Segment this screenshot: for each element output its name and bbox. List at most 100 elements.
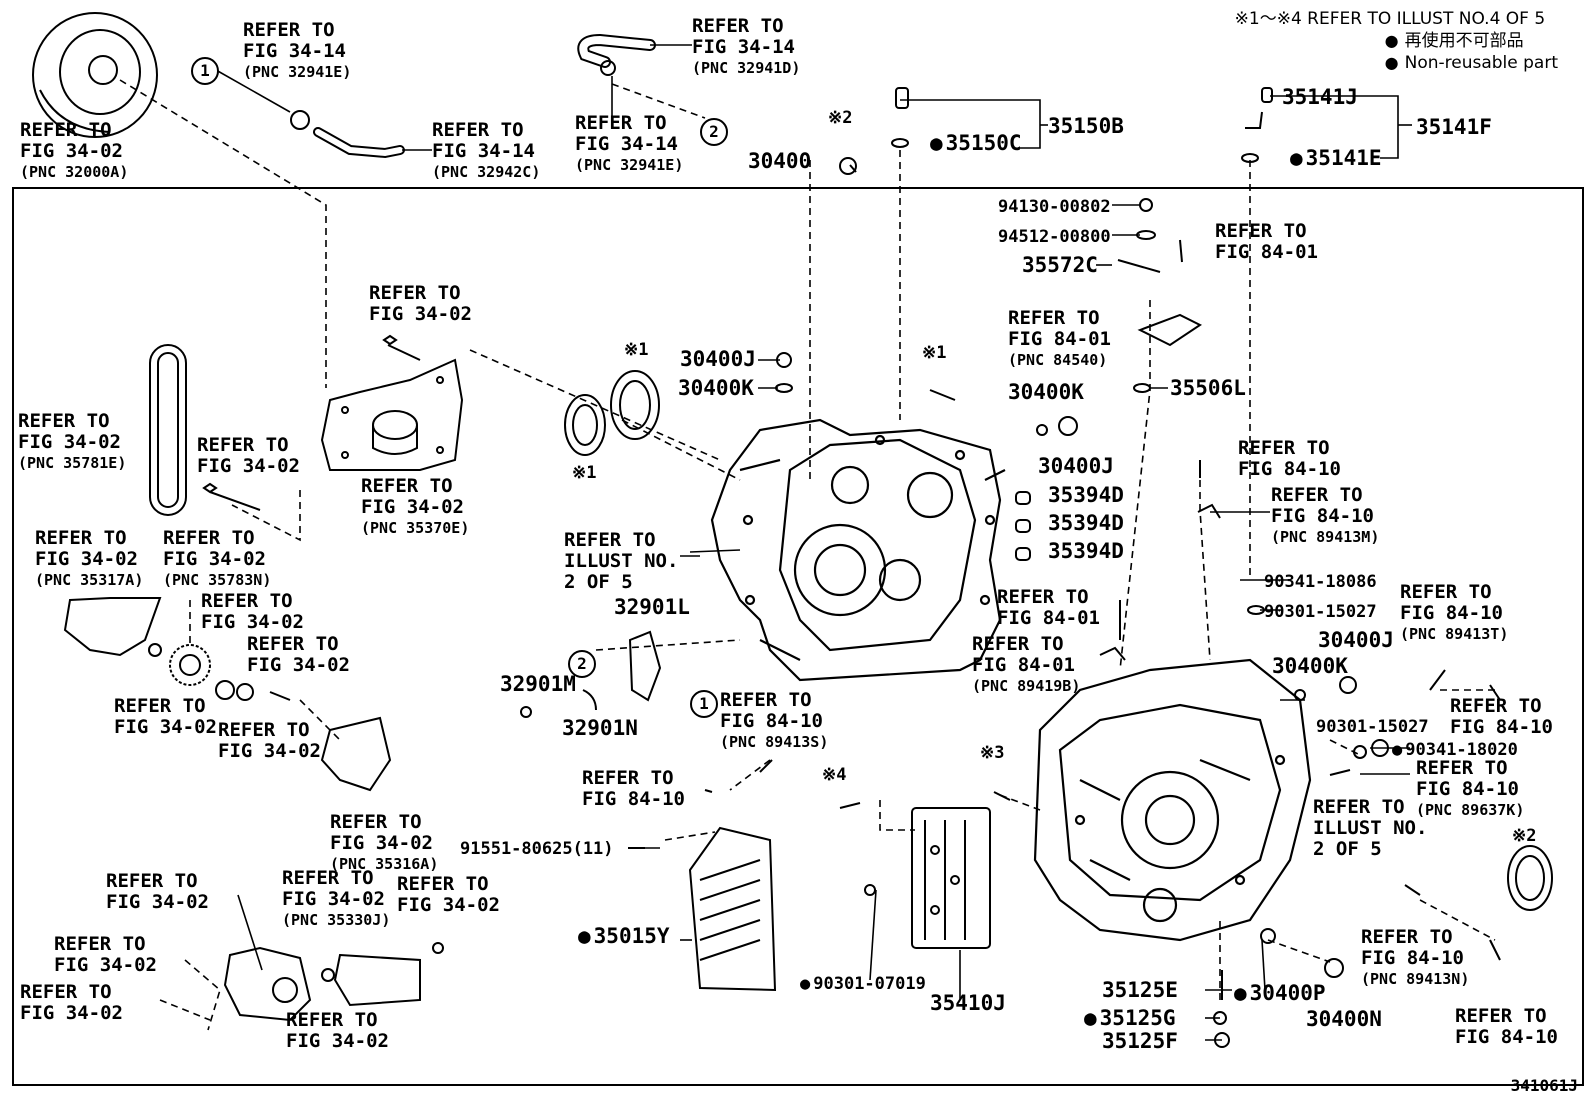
refer-line: FIG 84-10	[1400, 602, 1503, 624]
gear	[169, 644, 254, 701]
part-number-p11: 30400K	[678, 376, 754, 400]
refer-line: REFER TO	[1416, 757, 1508, 779]
oil-pump-plate	[320, 358, 464, 471]
refer-line: FIG 84-10	[1271, 505, 1374, 527]
mark-2-right: ※2	[1512, 826, 1537, 846]
refer-line: FIG 84-01	[1008, 328, 1111, 350]
refer-pnc: (PNC 35316A)	[330, 855, 439, 873]
part-number-p25: 90301-15027	[1316, 717, 1429, 737]
part-number-p14: 35506L	[1170, 376, 1246, 400]
oil-pump-body	[223, 946, 312, 1022]
refer-line: FIG 34-02	[20, 140, 123, 162]
refer-pnc: (PNC 32000A)	[20, 163, 129, 181]
part-number-p6: 35141E	[1290, 147, 1382, 169]
refer-line: FIG 34-02	[106, 891, 209, 913]
refer-line: FIG 34-02	[361, 496, 464, 518]
oil-cooler-hose-2	[577, 33, 656, 76]
part-number-p1: 30400	[748, 149, 812, 173]
refer-pnc: (PNC 89637K)	[1416, 801, 1525, 819]
part-number-p35: 30400N	[1306, 1007, 1382, 1031]
mark-1-bolt: ※1	[922, 343, 947, 363]
refer-line: REFER TO	[35, 527, 127, 549]
refer-line: REFER TO	[1008, 307, 1100, 329]
refer-pnc: (PNC 89413N)	[1361, 970, 1470, 988]
refer-line: FIG 34-02	[397, 894, 500, 916]
refer-line: FIG 34-02	[54, 954, 157, 976]
refer-line: REFER TO	[197, 434, 289, 456]
refer-line: REFER TO	[582, 767, 674, 789]
mark-1-seal-top: ※1	[624, 340, 649, 360]
part-number-p32: 30400P	[1234, 982, 1326, 1004]
refer-line: REFER TO	[1215, 220, 1307, 242]
refer-line: FIG 34-02	[197, 455, 300, 477]
refer-line: REFER TO	[564, 529, 656, 551]
part-number-p21: 90341-18086	[1264, 572, 1377, 592]
refer-line: REFER TO	[1271, 484, 1363, 506]
assembly-frame	[12, 187, 1584, 1086]
refer-line: FIG 84-01	[1215, 241, 1318, 263]
legend-nonreusable-en: Non-reusable part	[1235, 52, 1558, 74]
refer-pnc: (PNC 84540)	[1008, 351, 1108, 369]
refer-line: REFER TO	[369, 282, 461, 304]
refer-line: REFER TO	[397, 873, 489, 895]
refer-line: REFER TO	[201, 590, 293, 612]
part-number-p12: 30400K	[1008, 380, 1084, 404]
refer-line: FIG 34-02	[218, 740, 321, 762]
part-number-p3: 35150C	[930, 132, 1022, 154]
refer-pnc: (PNC 89413S)	[720, 733, 829, 751]
mark-4: ※4	[822, 765, 847, 785]
part-number-p19: 32901M	[500, 672, 576, 696]
part-number-p4: 35141J	[1282, 85, 1358, 109]
part-number-p16: 35394D	[1048, 511, 1124, 535]
refer-line: FIG 34-02	[369, 303, 472, 325]
refer-line: FIG 84-01	[997, 607, 1100, 629]
refer-line: FIG 84-10	[1450, 716, 1553, 738]
transaxle-assembly	[1033, 658, 1312, 942]
connector-1-mid: 1	[690, 690, 718, 718]
refer-line: ILLUST NO.	[564, 550, 679, 572]
refer-line: FIG 84-10	[1361, 947, 1464, 969]
refer-line: REFER TO	[720, 689, 812, 711]
refer-pnc: (PNC 32942C)	[432, 163, 541, 181]
refer-pnc: (PNC 35317A)	[35, 571, 144, 589]
refer-line: FIG 34-02	[330, 832, 433, 854]
part-number-p20: 32901N	[562, 716, 638, 740]
refer-line: REFER TO	[20, 981, 112, 1003]
refer-line: ILLUST NO.	[1313, 817, 1428, 839]
torque-converter	[32, 12, 158, 138]
refer-line: FIG 34-02	[163, 548, 266, 570]
part-number-p10: 30400J	[680, 347, 756, 371]
refer-line: REFER TO	[114, 695, 206, 717]
part-number-p17: 35394D	[1048, 539, 1124, 563]
part-number-p24: 30400K	[1272, 654, 1348, 678]
connector-2-top: 2	[700, 118, 728, 146]
legend-nonreusable-jp: 再使用不可部品	[1235, 30, 1558, 52]
legend-note: ※1～※4 REFER TO ILLUST NO.4 OF 5 再使用不可部品 …	[1235, 8, 1558, 74]
refer-line: FIG 34-02	[282, 888, 385, 910]
refer-line: REFER TO	[330, 811, 422, 833]
refer-line: REFER TO	[1455, 1005, 1547, 1027]
refer-line: REFER TO	[1450, 695, 1542, 717]
part-number-p15: 35394D	[1048, 483, 1124, 507]
